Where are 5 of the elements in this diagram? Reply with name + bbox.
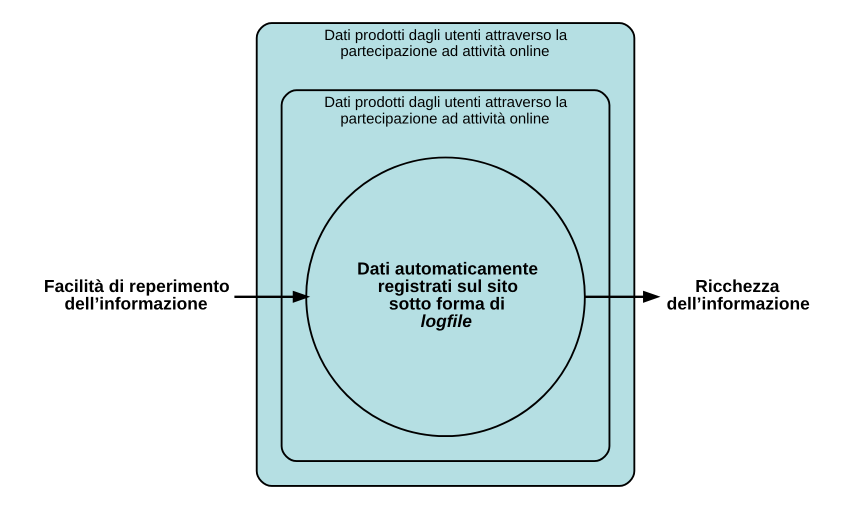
node-text: Ricchezza dell’informazione bbox=[666, 276, 810, 314]
node-circle: Dati automaticamente registrati sul sito sotto forma di logfile bbox=[304, 156, 586, 438]
arrow bbox=[584, 290, 660, 303]
node-text: Facilità di reperimento dell’informazione bbox=[43, 276, 230, 314]
arrow bbox=[234, 290, 310, 303]
